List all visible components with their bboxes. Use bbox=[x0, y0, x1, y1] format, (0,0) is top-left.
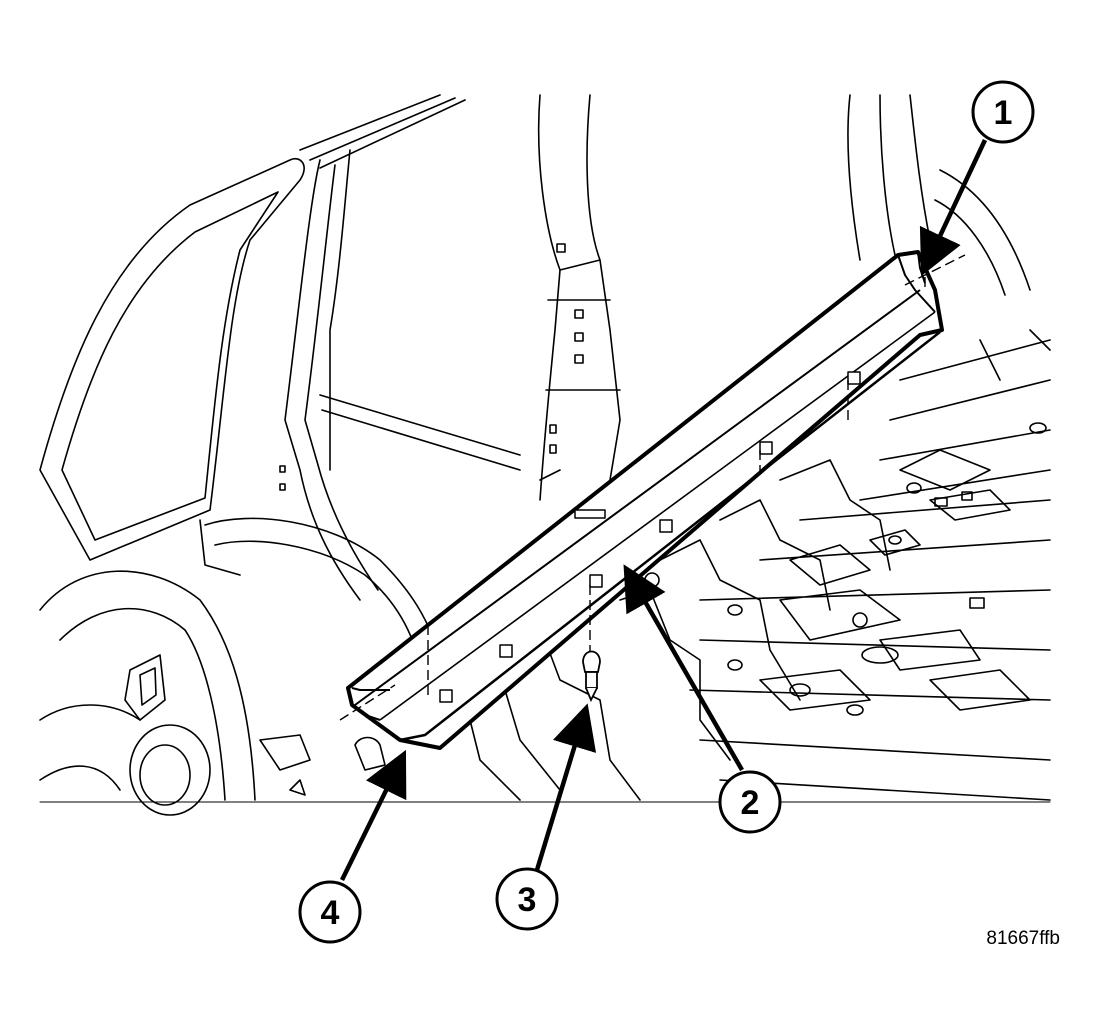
sill-molding-lower-flange bbox=[399, 331, 941, 742]
underbody-structure bbox=[439, 459, 891, 801]
callout-3-label: 3 bbox=[518, 881, 537, 919]
molding-nut bbox=[644, 572, 660, 588]
callout-4-label: 4 bbox=[321, 894, 340, 932]
rear-lower-body bbox=[39, 570, 256, 801]
leader-3 bbox=[534, 703, 597, 871]
door-opening-sill bbox=[319, 394, 561, 481]
pillar-holes bbox=[279, 243, 584, 491]
latch-bracket bbox=[124, 654, 166, 721]
b-pillar bbox=[537, 94, 621, 501]
sill-molding-face-line bbox=[379, 311, 936, 721]
callout-2-label: 2 bbox=[741, 784, 760, 822]
sill-molding-body bbox=[346, 250, 944, 750]
roof-rail bbox=[299, 94, 466, 169]
rear-wheelhouse bbox=[199, 517, 441, 666]
callout-1: 1 bbox=[971, 80, 1035, 144]
vehicle-body-lineart bbox=[39, 94, 1051, 816]
quarter-window-glass bbox=[61, 191, 279, 541]
figure-id-code: 81667ffb bbox=[986, 928, 1060, 949]
callout-4: 4 bbox=[298, 880, 362, 944]
leader-1 bbox=[919, 139, 988, 277]
c-pillar bbox=[284, 149, 379, 601]
sill-molding-rear-cap bbox=[351, 687, 390, 721]
callout-leaders bbox=[339, 139, 988, 881]
sill-molding-top-edge bbox=[354, 289, 921, 706]
sill-molding bbox=[346, 250, 944, 750]
callout-1-label: 1 bbox=[994, 94, 1013, 132]
molding-clips bbox=[439, 371, 861, 703]
floor-pan bbox=[689, 329, 1051, 801]
quarter-window-outer bbox=[39, 158, 305, 561]
leader-2 bbox=[623, 564, 744, 772]
push-pin-fastener bbox=[582, 650, 601, 703]
leader-4 bbox=[339, 749, 407, 881]
rear-floor-bracket bbox=[259, 734, 386, 796]
a-pillar bbox=[847, 94, 1031, 296]
floor-holes bbox=[727, 422, 1047, 716]
callout-2: 2 bbox=[718, 770, 782, 834]
floor-pan-circle bbox=[129, 724, 211, 816]
floor-pan-circle-inner bbox=[139, 744, 191, 806]
callout-3: 3 bbox=[495, 867, 559, 931]
